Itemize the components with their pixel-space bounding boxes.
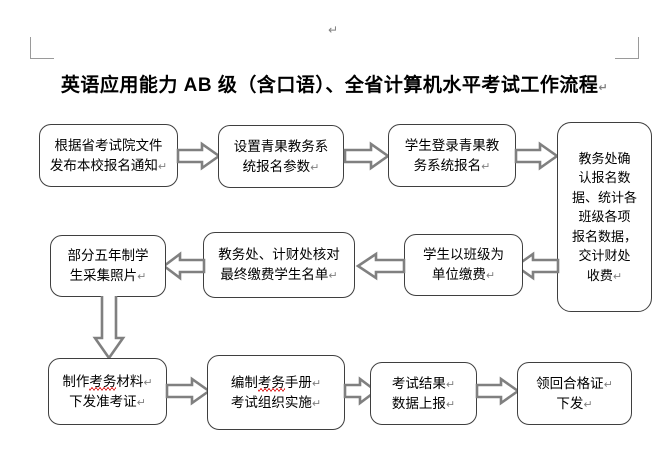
flow-node-n9-text: 编制考务手册↵ 考试组织实施↵ (228, 373, 324, 412)
flow-node-n7-line2: 单位缴费 (431, 267, 486, 282)
flow-node-n4-pilcrow: ↵ (612, 269, 623, 283)
flow-node-n7-pilcrow: ↵ (485, 269, 496, 282)
flow-node-n8-pilcrow-1: ↵ (143, 375, 153, 389)
connector-c3-right-arrow (514, 141, 560, 171)
flow-node-n6-pilcrow: ↵ (328, 269, 338, 282)
flow-node-n7[interactable]: 学生以班级为 单位缴费↵ (404, 234, 523, 296)
connector-c7-down-arrow (90, 296, 128, 361)
flow-node-n9-line1: 编制考务手册 (230, 374, 312, 390)
flow-node-n2[interactable]: 设置青果教务系 统报名参数↵ (218, 125, 344, 188)
flow-node-n10[interactable]: 考试结果↵ 数据上报↵ (370, 362, 477, 425)
flow-node-n7-line1: 学生以班级为 (423, 247, 504, 263)
flow-node-n6-text: 教务处、计财处核对 最终缴费学生名单↵ (215, 245, 343, 284)
flow-node-n8[interactable]: 制作考务材料↵ 下发准考证↵ (48, 358, 167, 425)
connector-c10-right-arrow (475, 376, 521, 406)
connector-c6-left-arrow (161, 251, 206, 281)
flow-node-n4-line7: 收费 (586, 267, 613, 283)
connector-c8-right-arrow (165, 376, 212, 406)
flow-node-n1-text: 根据省考试院文件 发布本校报名通知↵ (47, 136, 170, 175)
flow-node-n9-pilcrow-1: ↵ (311, 376, 322, 390)
flow-node-n10-pilcrow-1: ↵ (445, 377, 456, 391)
flow-node-n10-text: 考试结果↵ 数据上报↵ (389, 374, 458, 413)
flow-node-n3-pilcrow: ↵ (481, 159, 491, 173)
paragraph-mark-title: ↵ (598, 81, 609, 94)
connector-c2-right-arrow (343, 141, 391, 171)
flow-node-n11-pilcrow-2: ↵ (583, 397, 593, 411)
flow-node-n9-line2: 考试组织实施 (230, 394, 312, 410)
paragraph-mark-top: ↵ (328, 23, 339, 37)
flow-node-n1-line2: 发布本校报名通知 (49, 157, 158, 173)
flow-node-n3[interactable]: 学生登录青果教 务系统报名↵ (388, 124, 516, 187)
flow-node-n5[interactable]: 部分五年制学 生采集照片↵ (50, 235, 166, 297)
flow-node-n2-line1: 设置青果教务系 (233, 138, 329, 154)
crop-mark-top-right-icon (615, 37, 639, 59)
connector-c1-right-arrow (176, 141, 222, 171)
flow-node-n10-pilcrow-2: ↵ (445, 397, 456, 411)
flow-node-n5-pilcrow: ↵ (137, 270, 147, 283)
flow-node-n6[interactable]: 教务处、计财处核对 最终缴费学生名单↵ (203, 232, 355, 298)
flow-node-n3-line1: 学生登录青果教 (404, 137, 500, 153)
flow-node-n7-text: 学生以班级为 单位缴费↵ (420, 245, 507, 284)
flow-node-n11-line2: 下发 (556, 395, 584, 411)
flow-node-n9-pilcrow-2: ↵ (311, 396, 322, 410)
flow-node-n4-text: 教务处确 认报名数 据、统计各 班级各项 报名数据， 交计财处 收费↵ (569, 149, 640, 286)
flow-node-n4-line1: 教务处确 (578, 150, 631, 166)
flow-node-n4-line4: 班级各项 (578, 209, 631, 225)
flow-node-n5-text: 部分五年制学 生采集照片↵ (65, 246, 152, 285)
flow-node-n5-line2: 生采集照片 (69, 268, 138, 283)
flow-node-n9[interactable]: 编制考务手册↵ 考试组织实施↵ (207, 355, 345, 430)
flow-node-n10-line1: 考试结果 (391, 375, 446, 391)
crop-mark-top-left-icon (30, 37, 54, 59)
flow-node-n4[interactable]: 教务处确 认报名数 据、统计各 班级各项 报名数据， 交计财处 收费↵ (557, 122, 652, 312)
flow-node-n5-line1: 部分五年制学 (67, 248, 149, 264)
flow-node-n3-text: 学生登录青果教 务系统报名↵ (402, 136, 503, 175)
flow-node-n4-line6: 交计财处 (578, 248, 631, 264)
flow-node-n1-pilcrow: ↵ (157, 159, 168, 173)
flow-node-n4-line2: 认报名数 (578, 170, 631, 186)
flow-node-n8-text: 制作考务材料↵ 下发准考证↵ (59, 372, 155, 411)
flow-node-n1[interactable]: 根据省考试院文件 发布本校报名通知↵ (39, 124, 178, 187)
flow-node-n3-line2: 务系统报名 (413, 157, 482, 173)
page-title: 英语应用能力 AB 级（含口语）、全省计算机水平考试工作流程↵ (0, 70, 669, 97)
flow-node-n4-line3: 据、统计各 (571, 189, 637, 205)
flow-node-n9-misspelled: 考务 (257, 374, 285, 390)
flow-node-n4-line5: 报名数据， (571, 228, 637, 244)
flow-node-n2-text: 设置青果教务系 统报名参数↵ (231, 137, 332, 176)
flow-node-n11-pilcrow-1: ↵ (603, 377, 613, 391)
flow-node-n2-line2: 统报名参数 (242, 158, 311, 174)
flow-node-n8-line1: 制作考务材料 (62, 373, 144, 389)
page-title-text: 英语应用能力 AB 级（含口语）、全省计算机水平考试工作流程 (60, 75, 599, 96)
flow-node-n11[interactable]: 领回合格证↵ 下发↵ (517, 362, 632, 425)
flow-node-n6-line1: 教务处、计财处核对 (218, 247, 340, 263)
flow-node-n8-pilcrow-2: ↵ (136, 395, 146, 409)
flow-node-n11-text: 领回合格证↵ 下发↵ (533, 374, 616, 413)
flow-node-n1-line1: 根据省考试院文件 (54, 137, 163, 153)
connector-c5-left-arrow (355, 251, 406, 281)
flow-node-n2-pilcrow: ↵ (310, 160, 320, 174)
flow-node-n8-line2: 下发准考证 (69, 393, 137, 409)
flow-node-n11-line1: 领回合格证 (536, 375, 604, 391)
flow-node-n8-misspelled: 考务 (89, 373, 117, 389)
flow-node-n6-line2: 最终缴费学生名单 (220, 267, 329, 282)
flow-node-n10-line2: 数据上报 (391, 395, 446, 411)
